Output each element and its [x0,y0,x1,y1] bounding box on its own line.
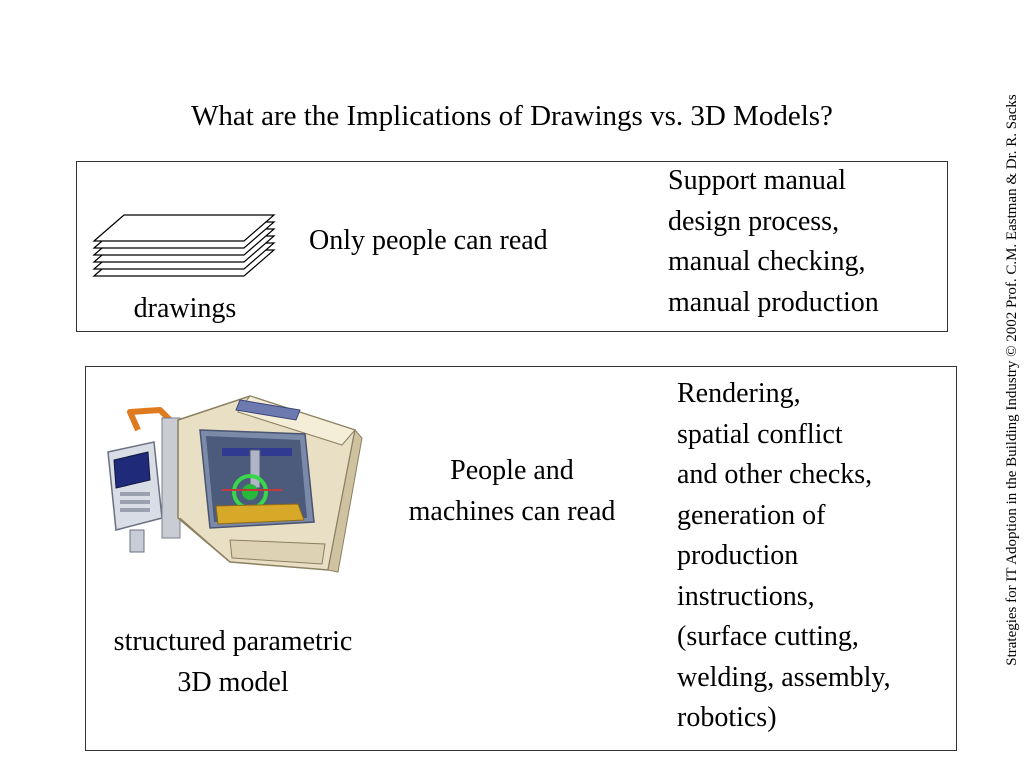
model-use-line: (surface cutting, [677,621,859,652]
model-readability-line: machines can read [408,495,616,527]
model-box [85,366,957,751]
drawings-box [76,161,948,332]
stacked-drawings-icon [92,214,276,277]
model-use-line: generation of [677,499,826,531]
slide-title: What are the Implications of Drawings vs… [191,100,833,132]
model-use-line: welding, assembly, [677,661,891,693]
model-use-line: production [677,540,799,571]
side-credit: Strategies for IT Adoption in the Buildi… [1004,94,1020,666]
drawings-readability: Only people can read [309,225,548,256]
model-use-line: robotics) [677,702,777,733]
drawings-use-line: design process, [668,205,840,237]
model-uses: Rendering, spatial conflict and other ch… [677,374,891,739]
model-use-line: instructions, [677,580,815,612]
model-label-line: 3D model [177,666,289,698]
model-readability: People and machines can read [376,451,648,532]
model-use-line: spatial conflict [677,418,843,450]
model-label: structured parametric 3D model [87,622,379,703]
model-label-line: structured parametric [113,626,353,657]
drawings-use-line: Support manual [668,165,847,196]
drawings-uses: Support manual design process, manual ch… [668,161,879,323]
drawings-use-line: manual checking, [668,246,866,277]
model-use-line: and other checks, [677,459,873,490]
model-use-line: Rendering, [677,378,801,409]
drawings-use-line: manual production [668,286,879,318]
model-readability-line: People and [450,455,574,486]
drawings-label: drawings [133,293,237,324]
cnc-machine-illustration [107,395,363,573]
